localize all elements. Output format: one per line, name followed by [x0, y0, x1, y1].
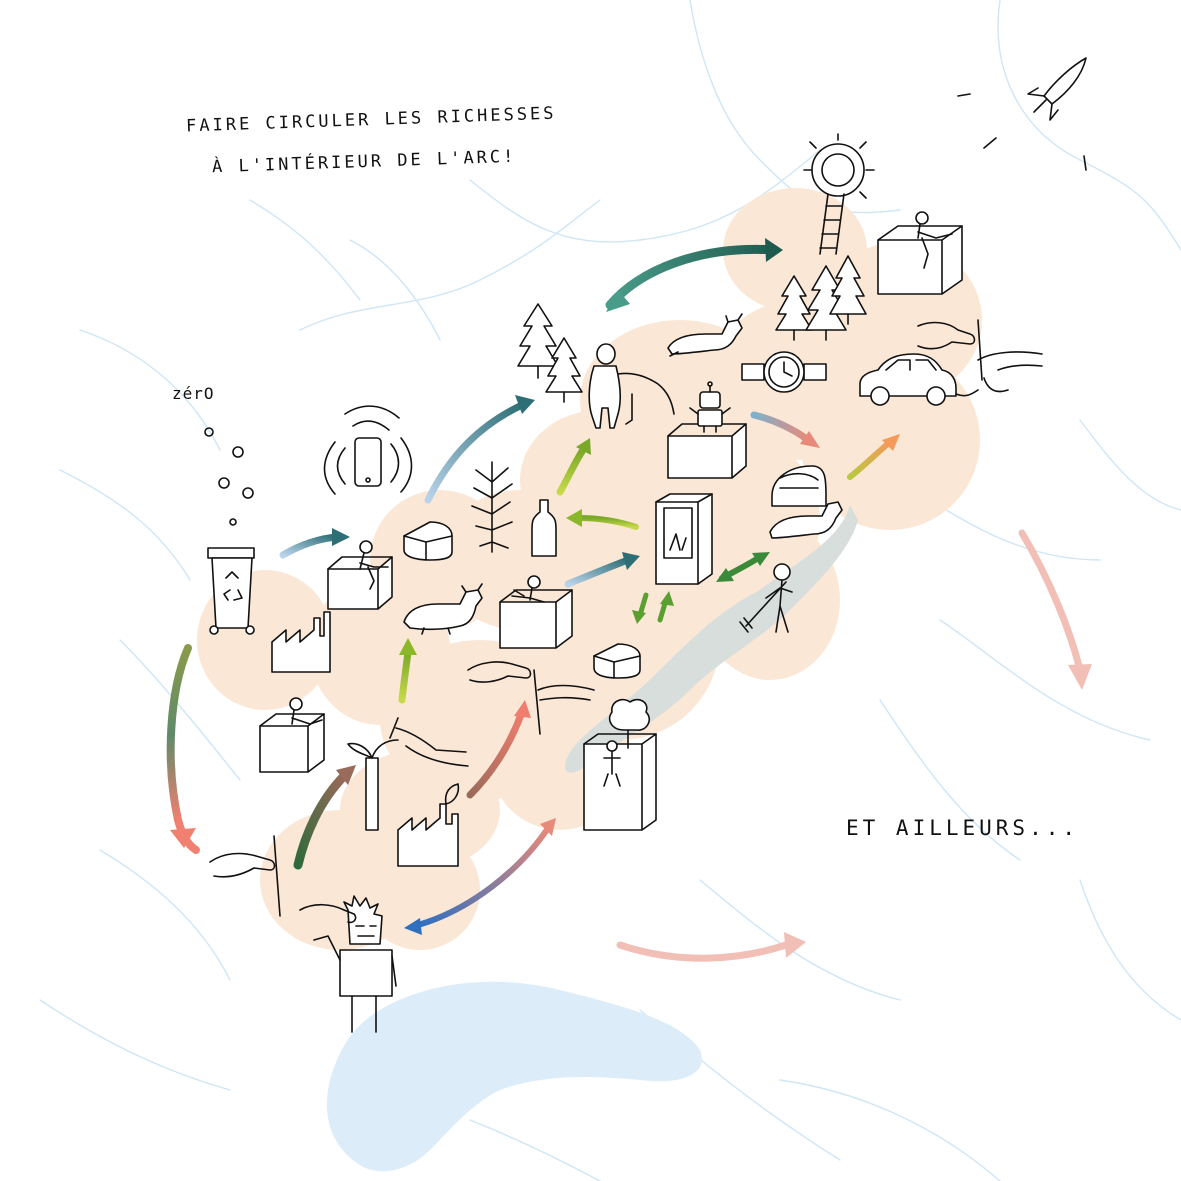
arrow-factory-hand	[466, 708, 526, 799]
tall-robot-icon	[299, 895, 397, 1033]
robot-icon	[667, 381, 747, 479]
flow-arrows	[166, 238, 1092, 962]
arrow-kiosk-left	[575, 515, 639, 530]
arrow-robot-box	[415, 825, 551, 928]
tree-on-box-icon	[583, 698, 657, 831]
arrow-up-green1	[556, 446, 587, 496]
arrow-bin-box	[279, 533, 342, 559]
smartphone-icon	[323, 405, 413, 495]
cow-icon-2	[769, 501, 843, 539]
cheese-icon-2	[593, 643, 641, 679]
arrow-seed-up	[293, 770, 350, 870]
person-on-box-icon-3	[877, 211, 963, 295]
farmer-icon	[739, 563, 793, 633]
helmet-icon	[771, 465, 827, 507]
watch-icon	[741, 351, 827, 393]
arrow-phone-trees	[424, 401, 526, 504]
elsewhere-label: ET AILLEURS...	[846, 816, 1080, 840]
arrow-left-down	[166, 644, 192, 824]
fir-trees-icon	[517, 303, 583, 403]
plant-icon	[471, 461, 513, 553]
blue-lake	[326, 981, 702, 1172]
rocket-icon	[957, 57, 1087, 171]
humanoid-icon	[588, 343, 675, 429]
fir-trees-icon-2	[775, 255, 867, 341]
cow-lying-icon	[667, 313, 743, 357]
arrow-out-south	[616, 941, 790, 962]
bubbles-icon	[204, 427, 254, 526]
cow-icon	[403, 583, 483, 635]
sun-icon	[803, 133, 875, 255]
hands-icon	[467, 661, 595, 735]
car-icon	[859, 353, 979, 406]
arrow-cow-up	[398, 648, 412, 704]
factory-icon	[271, 611, 331, 673]
person-on-box-icon-4	[259, 697, 325, 773]
hand-icon-2	[209, 835, 281, 917]
person-on-box-icon	[327, 540, 393, 610]
seedling-icon	[347, 717, 469, 831]
arrow-circle-nw	[605, 244, 780, 310]
factory-icon-2	[397, 783, 460, 867]
arrow-double-down	[637, 592, 649, 618]
kiosk-icon	[655, 493, 713, 585]
recycling-bin-icon	[207, 547, 255, 635]
bottle-icon	[531, 499, 557, 557]
person-on-box-icon-2	[499, 575, 573, 649]
hand-icon	[917, 319, 1043, 393]
arrow-to-kiosk	[564, 556, 632, 588]
cheese-icon	[403, 521, 453, 561]
zero-label: zérO	[172, 384, 215, 403]
arrow-out-east	[1018, 529, 1084, 674]
